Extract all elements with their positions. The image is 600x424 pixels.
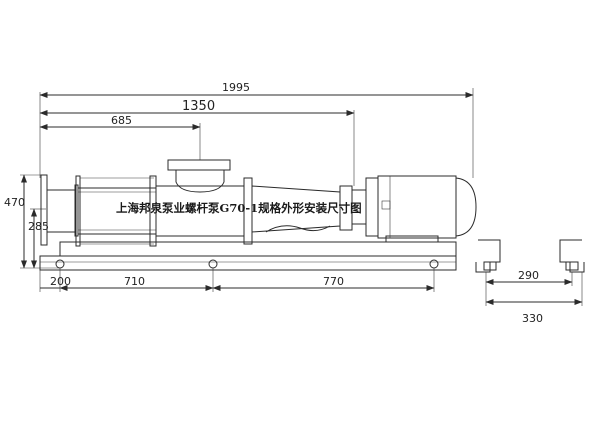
dim-bottom-chain: 200 710 770 [39,268,435,292]
dim-length-to-outlet: 685 [39,114,201,160]
label-outer-width: 330 [522,312,543,325]
label-overall-height: 470 [4,196,25,209]
label-hole-offset: 200 [50,275,71,288]
label-length-to-outlet: 685 [111,114,132,127]
dim-overall-length: 1995 [39,81,474,178]
mount-hole-2 [208,259,218,269]
mount-hole-3 [429,259,439,269]
baseplate [39,241,457,271]
label-overall-length: 1995 [222,81,250,94]
label-center-height: 285 [28,220,49,233]
label-length-to-coupling: 1350 [182,99,215,114]
end-view: 290 330 [475,239,585,325]
drawing-title: 上海邦泉泵业螺杆泵G70-1规格外形安装尺寸图 [116,201,362,215]
pump-body [40,159,477,247]
label-hole-spacing-2: 770 [323,275,344,288]
label-inner-width: 290 [518,269,539,282]
label-hole-spacing-1: 710 [124,275,145,288]
mount-hole-1 [55,259,65,269]
dim-center-height: 285 [28,208,49,269]
dim-length-to-coupling: 1350 [39,99,355,186]
